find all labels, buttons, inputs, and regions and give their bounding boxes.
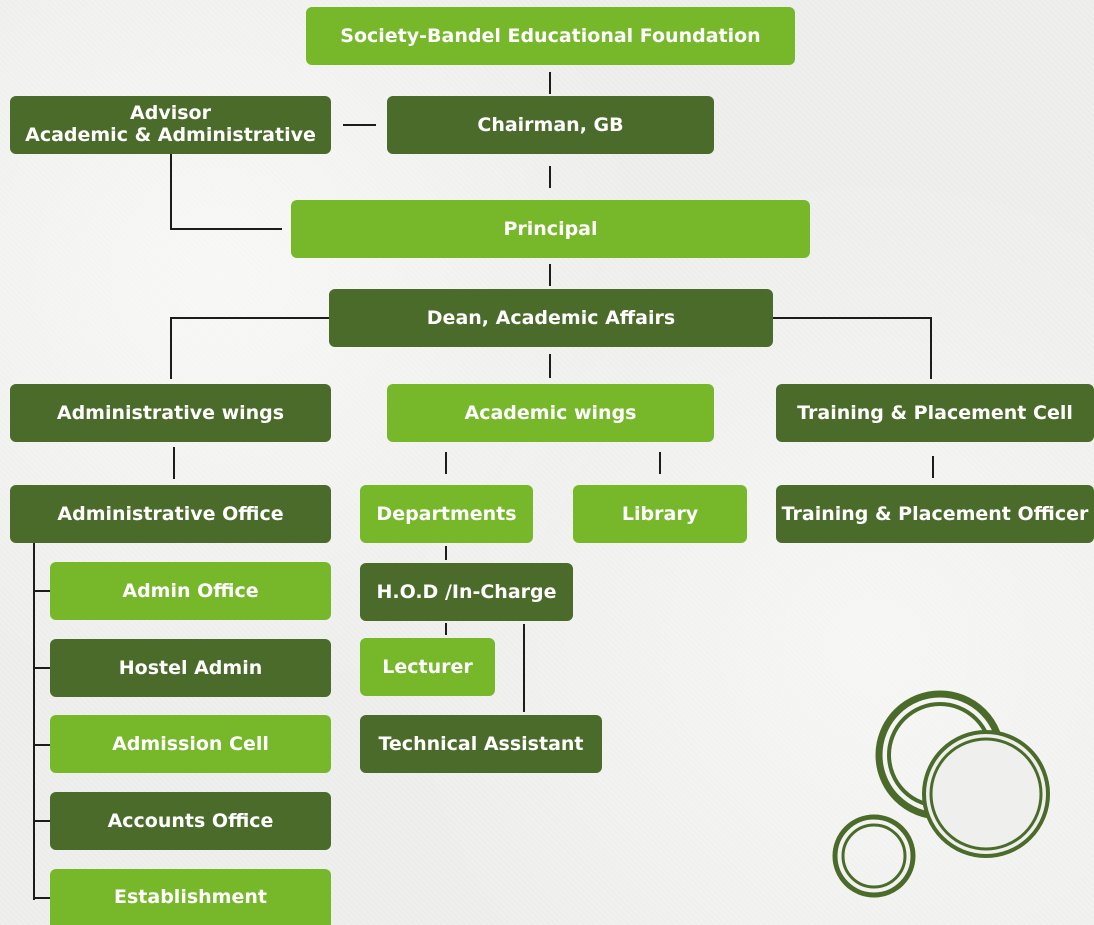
overlap-ring-fill [924, 732, 1048, 856]
connector-dean-academic [549, 354, 551, 378]
connector-dean-left [170, 317, 330, 319]
node-technical-assistant: Technical Assistant [360, 715, 602, 773]
connector-right-down [930, 317, 932, 379]
overlap-ring-outer [922, 730, 1050, 858]
node-academic-wings: Academic wings [387, 384, 714, 442]
decorative-rings-graphic [832, 690, 1050, 898]
node-library: Library [573, 485, 747, 543]
connector-admin-office [33, 590, 50, 592]
node-administrative-office: Administrative Office [10, 485, 331, 543]
node-lecturer: Lecturer [360, 638, 495, 696]
connector-foundation-chairman [549, 72, 551, 94]
node-foundation: Society-Bandel Educational Foundation [306, 7, 795, 65]
connector-hod-lecturer [445, 623, 447, 635]
node-hostel-admin: Hostel Admin [50, 639, 331, 697]
connector-adminwings-office [173, 447, 175, 479]
node-training-placement-cell: Training & Placement Cell [776, 384, 1094, 442]
connector-admin-vertical [33, 543, 35, 900]
overlap-ring-inner [929, 737, 1043, 851]
small-ring-outer [832, 814, 916, 898]
node-accounts-office: Accounts Office [50, 792, 331, 850]
node-establishment: Establishment [50, 869, 331, 925]
connector-advisor-chairman [343, 124, 376, 126]
connector-tpc-tpo [932, 456, 934, 478]
connector-left-down [170, 317, 172, 379]
node-dean: Dean, Academic Affairs [329, 289, 773, 347]
connector-principal-dean [549, 264, 551, 286]
node-principal: Principal [291, 200, 810, 258]
connector-advisor-principal [170, 228, 282, 230]
connector-advisor-down [170, 154, 172, 230]
connector-admission-cell [33, 744, 50, 746]
connector-hostel-admin [33, 667, 50, 669]
connector-dean-right [772, 317, 932, 319]
node-departments: Departments [360, 485, 533, 543]
connector-academic-departments [445, 452, 447, 474]
node-chairman: Chairman, GB [387, 96, 714, 154]
node-advisor: Advisor Academic & Administrative [10, 96, 331, 154]
connector-hod-technical [523, 624, 525, 712]
small-ring-inner [841, 823, 907, 889]
node-hod: H.O.D /In-Charge [360, 563, 573, 621]
connector-accounts-office [33, 820, 50, 822]
node-training-placement-officer: Training & Placement Officer [776, 485, 1094, 543]
node-administrative-wings: Administrative wings [10, 384, 331, 442]
connector-chairman-principal [549, 166, 551, 188]
connector-academic-library [659, 452, 661, 474]
connector-departments-hod [445, 546, 447, 560]
node-admission-cell: Admission Cell [50, 715, 331, 773]
connector-establishment [33, 897, 50, 899]
node-admin-office: Admin Office [50, 562, 331, 620]
